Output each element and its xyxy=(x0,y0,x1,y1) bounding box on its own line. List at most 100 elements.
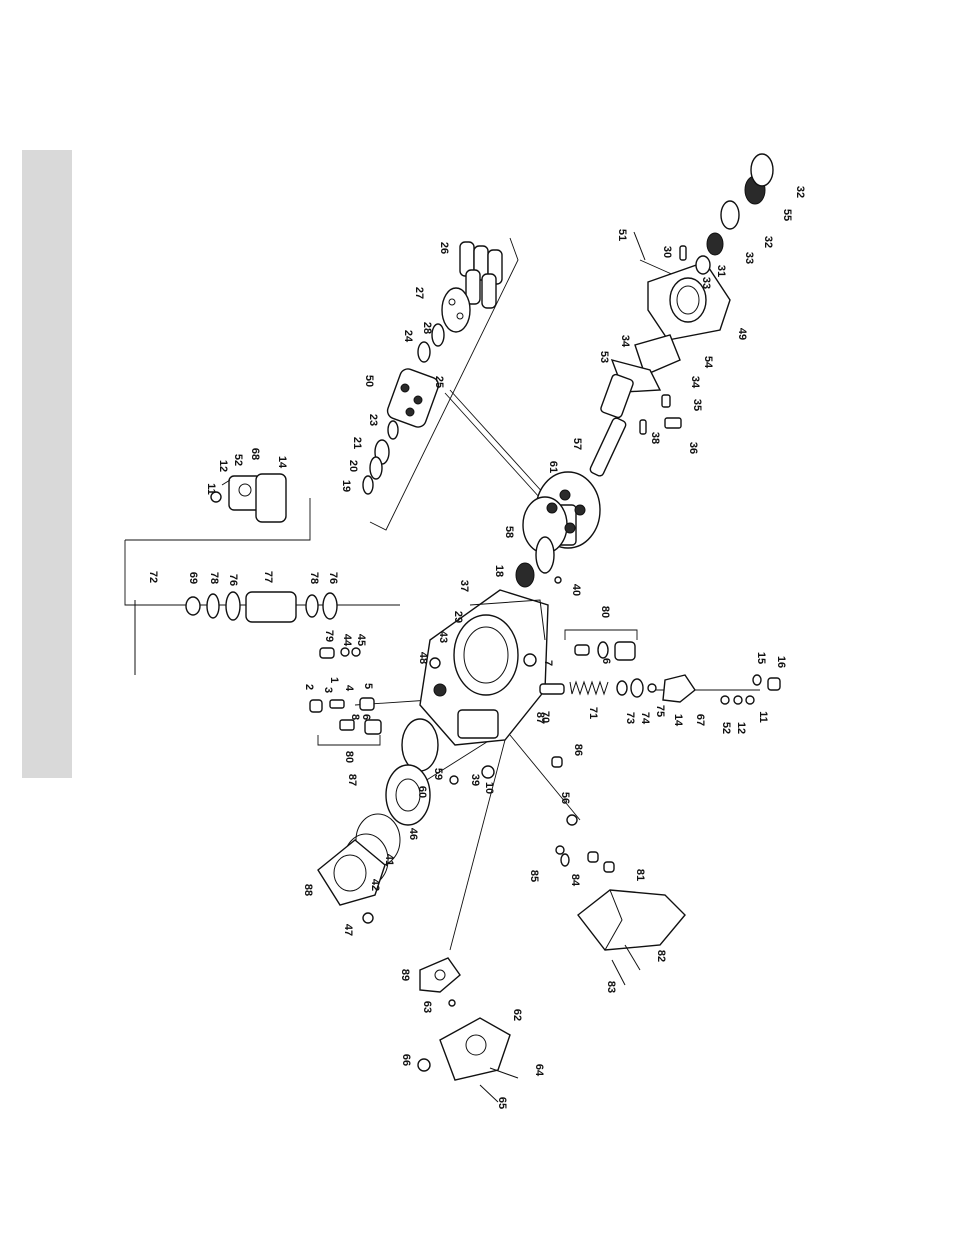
callout-69: 69 xyxy=(187,572,199,584)
callout-84: 84 xyxy=(569,874,581,887)
callout-66: 66 xyxy=(400,1054,412,1066)
callout-61: 61 xyxy=(547,461,559,473)
callout-44: 44 xyxy=(341,634,353,647)
callout-41: 41 xyxy=(383,854,395,866)
callout-52: 52 xyxy=(232,454,244,466)
callout-27: 27 xyxy=(413,287,425,299)
callout-34: 34 xyxy=(619,335,631,348)
callout-37: 37 xyxy=(458,580,470,592)
callout-43: 43 xyxy=(437,631,449,643)
callout-11: 11 xyxy=(757,711,769,723)
callout-38: 38 xyxy=(649,432,661,444)
callout-74: 74 xyxy=(639,712,651,725)
callout-11: 11 xyxy=(205,483,217,495)
end-cap-assembly xyxy=(318,719,577,923)
callout-40: 40 xyxy=(570,584,582,596)
callout-73: 73 xyxy=(624,712,636,724)
callout-15: 15 xyxy=(755,652,767,664)
relief-valve-stack xyxy=(135,592,381,734)
callout-39: 39 xyxy=(469,774,481,786)
callout-78: 78 xyxy=(208,572,220,584)
callout-79: 79 xyxy=(323,630,335,642)
callout-7: 7 xyxy=(542,660,554,666)
callout-30: 30 xyxy=(661,246,673,258)
callout-8: 8 xyxy=(349,714,361,720)
callout-18: 18 xyxy=(493,565,505,577)
callout-56: 56 xyxy=(559,792,571,804)
callout-28: 28 xyxy=(421,322,433,334)
callout-87: 87 xyxy=(534,712,546,724)
callout-64: 64 xyxy=(533,1064,545,1077)
center-pump-housing xyxy=(420,590,548,745)
callout-63: 63 xyxy=(421,1001,433,1013)
callout-53: 53 xyxy=(598,351,610,363)
callout-1: 1 xyxy=(328,677,340,683)
callout-32: 32 xyxy=(794,186,806,198)
callout-20: 20 xyxy=(347,460,359,472)
callout-52: 52 xyxy=(720,722,732,734)
callout-82: 82 xyxy=(655,950,667,962)
callout-14: 14 xyxy=(672,714,684,727)
callout-16: 16 xyxy=(775,656,787,668)
callout-83: 83 xyxy=(605,981,617,993)
upper-cylinder-assembly xyxy=(363,242,502,494)
callout-34: 34 xyxy=(689,376,701,389)
callout-85: 85 xyxy=(528,870,540,882)
compensator-parts xyxy=(540,642,780,704)
callout-51: 51 xyxy=(616,229,628,241)
callout-60: 60 xyxy=(416,786,428,798)
callout-31: 31 xyxy=(715,265,727,277)
callout-2: 2 xyxy=(303,684,315,690)
cover-plate-top-left xyxy=(211,474,286,522)
callout-80: 80 xyxy=(599,606,611,618)
callout-54: 54 xyxy=(702,356,714,369)
callout-23: 23 xyxy=(367,414,379,426)
callout-75: 75 xyxy=(654,705,666,717)
callout-42: 42 xyxy=(369,879,381,891)
callout-33: 33 xyxy=(743,252,755,264)
callout-35: 35 xyxy=(691,399,703,411)
callout-58: 58 xyxy=(503,526,515,538)
main-cylinder-block xyxy=(516,472,600,587)
callout-32: 32 xyxy=(762,236,774,248)
callout-12: 12 xyxy=(735,722,747,734)
callout-21: 21 xyxy=(351,437,363,449)
callout-55: 55 xyxy=(781,209,793,221)
callout-48: 48 xyxy=(417,652,429,664)
callout-25: 25 xyxy=(433,376,445,388)
callout-33: 33 xyxy=(700,277,712,289)
callout-59: 59 xyxy=(432,768,444,780)
callout-19: 19 xyxy=(340,480,352,492)
callout-87: 87 xyxy=(346,774,358,786)
swashplate-housing-assembly xyxy=(589,154,773,477)
callout-80: 80 xyxy=(343,751,355,763)
callout-81: 81 xyxy=(634,869,646,881)
callout-62: 62 xyxy=(511,1009,523,1021)
callout-3: 3 xyxy=(322,687,334,693)
callout-5: 5 xyxy=(362,683,374,689)
callout-65: 65 xyxy=(496,1097,508,1109)
callout-77: 77 xyxy=(262,571,274,583)
callout-47: 47 xyxy=(342,924,354,936)
callout-10: 10 xyxy=(483,782,495,794)
callout-36: 36 xyxy=(687,442,699,454)
callout-71: 71 xyxy=(587,707,599,719)
callout-14: 14 xyxy=(276,456,288,469)
callout-29: 29 xyxy=(452,611,464,623)
callout-26: 26 xyxy=(438,242,450,254)
callout-6: 6 xyxy=(600,658,612,664)
callout-67: 67 xyxy=(694,714,706,726)
callout-12: 12 xyxy=(217,460,229,472)
callout-72: 72 xyxy=(147,571,159,583)
callout-76: 76 xyxy=(227,574,239,586)
callout-4: 4 xyxy=(343,685,355,692)
callout-89: 89 xyxy=(399,969,411,981)
callout-78: 78 xyxy=(308,572,320,584)
callout-68: 68 xyxy=(249,448,261,460)
callout-50: 50 xyxy=(363,375,375,387)
callout-24: 24 xyxy=(402,330,414,343)
callout-45: 45 xyxy=(355,634,367,646)
callout-88: 88 xyxy=(302,884,314,896)
callout-49: 49 xyxy=(736,328,748,340)
